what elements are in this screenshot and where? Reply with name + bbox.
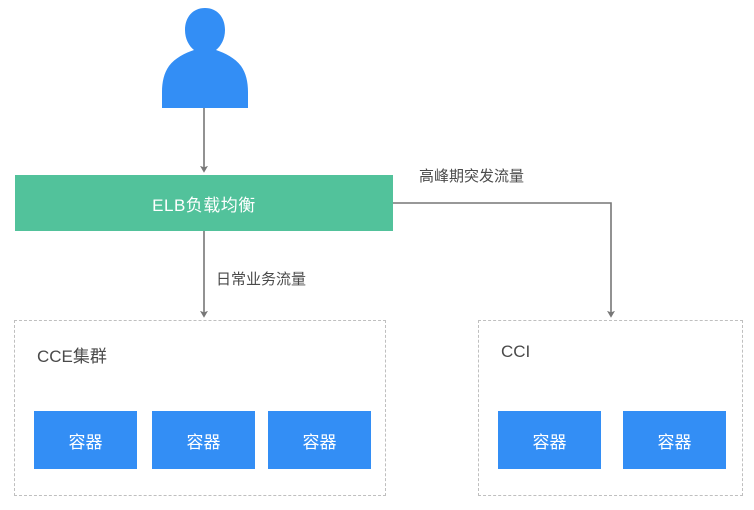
cce-container-2-label: 容器: [186, 432, 221, 452]
cce-cluster-group[interactable]: CCE集群 容器 容器 容器: [14, 320, 386, 496]
cci-title: CCI: [501, 342, 531, 361]
cci-container-2-label: 容器: [657, 432, 692, 452]
cce-container-row: 容器 容器 容器: [15, 411, 385, 469]
cce-cluster-title: CCE集群: [37, 347, 107, 366]
cci-container-1-label: 容器: [532, 432, 567, 452]
cci-container-row: 容器 容器: [479, 411, 742, 469]
edge-label-daily-traffic: 日常业务流量: [216, 271, 307, 288]
cce-container-3[interactable]: 容器: [268, 411, 371, 469]
cce-container-2[interactable]: 容器: [152, 411, 255, 469]
cci-container-2[interactable]: 容器: [623, 411, 726, 469]
cce-container-1-label: 容器: [68, 432, 103, 452]
elb-load-balancer-node[interactable]: ELB负载均衡: [15, 175, 393, 231]
elb-label: ELB负载均衡: [152, 195, 256, 215]
cce-container-1[interactable]: 容器: [34, 411, 137, 469]
edge-label-peak-traffic: 高峰期突发流量: [419, 168, 525, 185]
edge-elb-to-cci: [393, 202, 615, 318]
cci-group[interactable]: CCI 容器 容器: [478, 320, 743, 496]
cce-container-3-label: 容器: [302, 432, 337, 452]
user-person-icon: [155, 6, 255, 110]
cci-container-1[interactable]: 容器: [498, 411, 601, 469]
